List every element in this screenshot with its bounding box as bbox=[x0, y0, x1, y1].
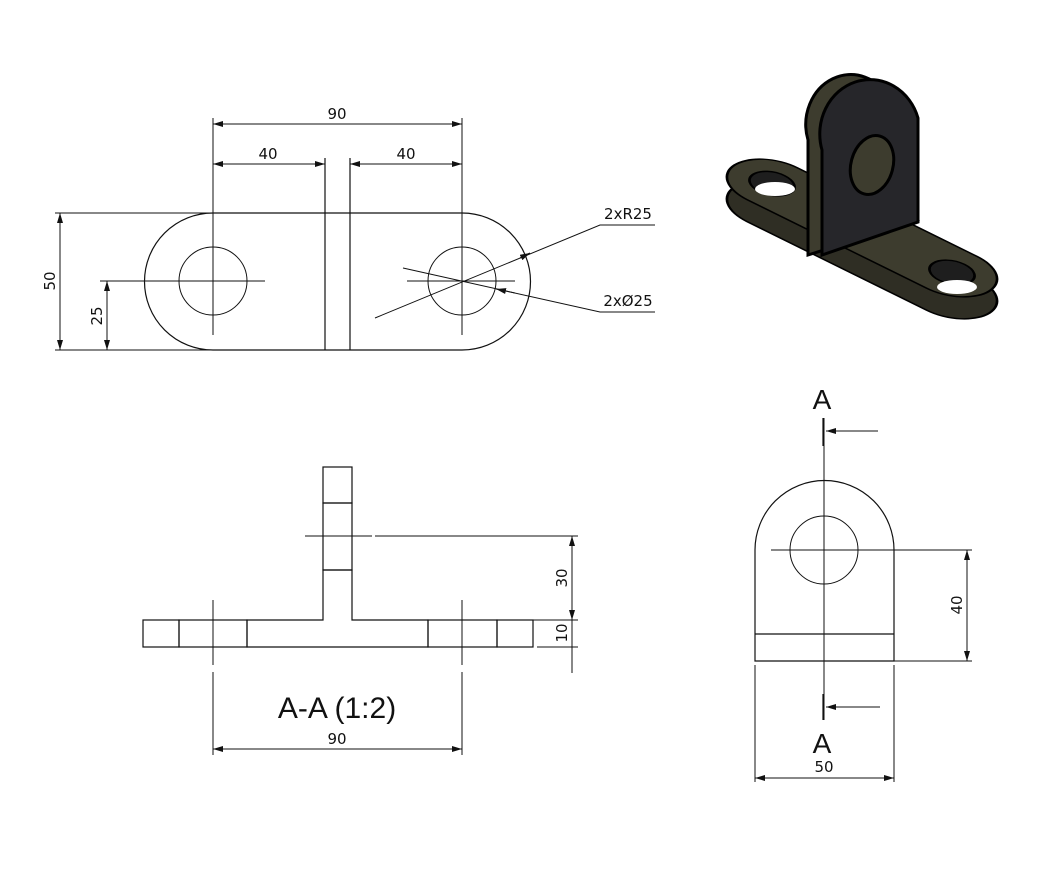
tab-hole bbox=[848, 134, 896, 196]
dim-90-label: 90 bbox=[327, 730, 346, 748]
section-label-bottom: A bbox=[813, 728, 832, 759]
dim-10-label: 10 bbox=[553, 623, 571, 642]
dim-40-label: 40 bbox=[948, 595, 966, 614]
isometric-view bbox=[725, 73, 999, 320]
diameter-arrow bbox=[495, 288, 516, 294]
section-view: 30 10 90 A-A (1:2) bbox=[142, 466, 578, 755]
hatched-region bbox=[322, 466, 353, 504]
side-view-outline bbox=[754, 479, 895, 662]
dim-40-right-label: 40 bbox=[396, 145, 415, 163]
dim-90-label: 90 bbox=[327, 105, 346, 123]
dim-50-label: 50 bbox=[41, 271, 59, 290]
dim-50-label: 50 bbox=[814, 758, 833, 776]
dim-30-label: 30 bbox=[553, 568, 571, 587]
radius-arrow bbox=[519, 252, 531, 261]
diameter-leader bbox=[402, 267, 655, 313]
dim-40-left-label: 40 bbox=[258, 145, 277, 163]
iso-right-hole bbox=[928, 259, 976, 286]
radius-callout: 2xR25 bbox=[604, 205, 652, 223]
radius-leader bbox=[374, 224, 655, 319]
diameter-callout: 2xØ25 bbox=[603, 292, 652, 310]
iso-left-hole-through bbox=[755, 182, 795, 196]
section-title: A-A (1:2) bbox=[278, 692, 396, 725]
iso-right-hole-through bbox=[937, 280, 977, 294]
hatched-region bbox=[496, 619, 534, 648]
top-view-outline bbox=[143, 212, 532, 351]
hatched-region bbox=[246, 569, 429, 648]
side-view: A A 40 50 bbox=[754, 384, 972, 782]
hatched-region bbox=[142, 619, 180, 648]
dim-25-label: 25 bbox=[88, 306, 106, 325]
section-label-top: A bbox=[813, 384, 832, 415]
top-view: 90 40 40 50 25 2xR25 2xØ25 bbox=[41, 105, 655, 351]
